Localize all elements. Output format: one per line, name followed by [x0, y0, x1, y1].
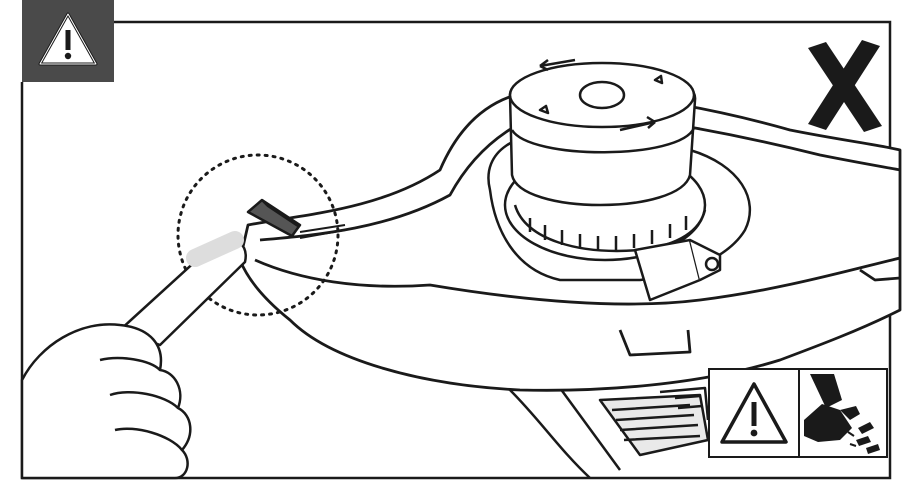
warning-triangle-icon [38, 12, 98, 66]
finger-ghost [186, 231, 244, 267]
warning-triangle-icon [720, 382, 788, 444]
hand-cut-hazard-icon [800, 370, 886, 456]
figure-frame [20, 20, 892, 480]
trimmer-head-base [487, 58, 752, 302]
callout-dotted-circle [176, 153, 340, 317]
pictogram-hand-cut-cell [800, 370, 886, 456]
x-prohibited-icon [808, 40, 882, 132]
pointing-hand [20, 238, 247, 480]
header-warning-tab [22, 0, 114, 82]
line-cutter-blade [246, 198, 346, 239]
pictogram-warning-cell [710, 370, 800, 456]
safety-pictogram-panel [708, 368, 888, 458]
engine-housing [509, 386, 710, 479]
